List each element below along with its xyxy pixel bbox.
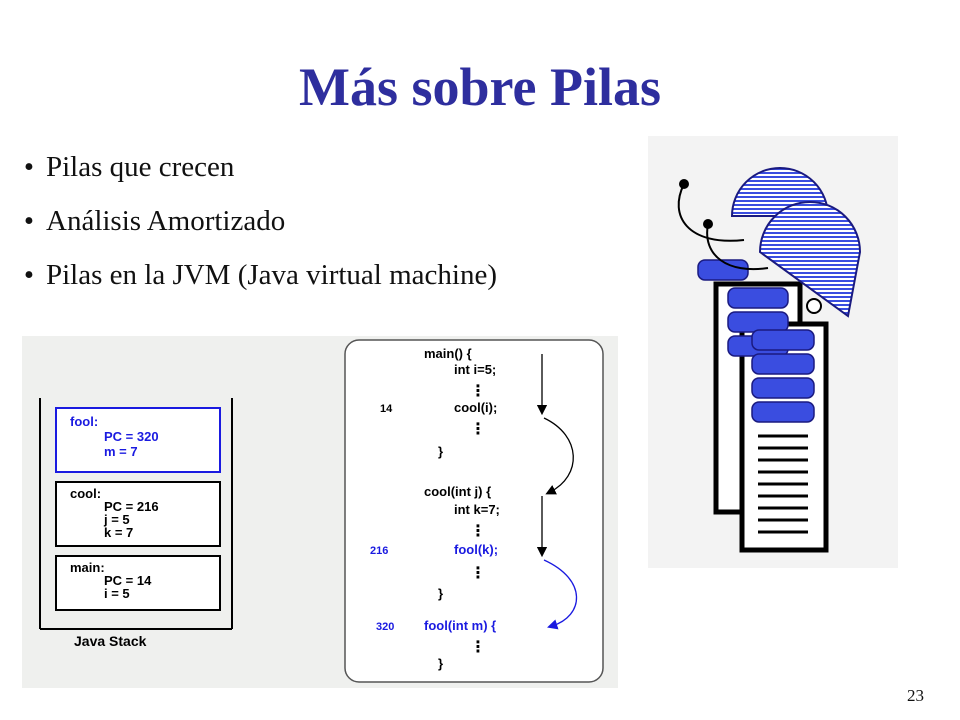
code-ellipsis: ⋮ (470, 565, 486, 582)
stack-frame-main (55, 555, 221, 611)
code-fool-header: fool(int m) { (424, 618, 496, 633)
frame-line: m = 7 (104, 444, 138, 459)
pez-candies (697, 259, 815, 423)
code-ellipsis: ⋮ (470, 421, 486, 438)
bullet-dot: • (23, 259, 35, 291)
pez-dispenser-figure (648, 136, 898, 568)
pez-hinge (679, 179, 689, 189)
frame-name: fool: (70, 414, 98, 429)
code-ellipsis: ⋮ (470, 383, 486, 400)
bullet-item: • Pilas que crecen (12, 140, 497, 194)
code-cool-header: cool(int j) { (424, 484, 491, 499)
frame-line: j = 5 (103, 512, 130, 527)
bullet-item: • Pilas en la JVM (Java virtual machine) (12, 248, 497, 302)
code-ellipsis: ⋮ (470, 523, 486, 540)
code-line: int i=5; (454, 362, 496, 377)
code-address: 216 (370, 545, 388, 557)
pez-head-front (758, 201, 862, 318)
frame-line: PC = 216 (104, 499, 159, 514)
code-close-brace: } (438, 656, 443, 671)
pez-hinge (806, 298, 822, 314)
code-close-brace: } (438, 444, 443, 459)
code-line: fool(k); (454, 542, 498, 557)
code-line: cool(i); (454, 400, 497, 415)
pez-lever (706, 223, 769, 271)
code-ellipsis: ⋮ (470, 639, 486, 656)
frame-name: main: (70, 560, 105, 575)
bullet-list: • Pilas que crecen • Análisis Amortizado •… (12, 140, 497, 302)
code-address: 320 (376, 621, 394, 633)
code-address: 14 (380, 403, 393, 415)
pez-hinge (703, 219, 713, 229)
bullet-text: Pilas que crecen (46, 151, 235, 183)
pez-lever (677, 183, 745, 242)
code-main-header: main() { (424, 346, 472, 361)
bullet-item: • Análisis Amortizado (12, 194, 497, 248)
frame-line: PC = 14 (104, 573, 152, 588)
stack-frame-cool (55, 481, 221, 547)
frame-line: PC = 320 (104, 429, 159, 444)
flow-arrow (543, 417, 574, 495)
code-line: int k=7; (454, 502, 500, 517)
java-stack-caption: Java Stack (74, 633, 147, 649)
code-close-brace: } (438, 586, 443, 601)
pez-spring (758, 434, 808, 534)
java-stack-figure: fool: PC = 320 m = 7 cool: PC = 216 j = … (22, 336, 618, 688)
code-panel (344, 339, 604, 683)
bullet-text: Análisis Amortizado (46, 205, 286, 237)
page-number: 23 (907, 686, 924, 705)
frame-line: k = 7 (104, 525, 133, 540)
bullet-text: Pilas en la JVM (Java virtual machine) (46, 259, 497, 291)
frame-name: cool: (70, 486, 101, 501)
bullet-dot: • (23, 205, 35, 237)
flow-arrow (543, 559, 578, 630)
frame-line: i = 5 (104, 586, 130, 601)
stack-frame-fool (55, 407, 221, 473)
slide-title: Más sobre Pilas (299, 57, 661, 117)
bullet-dot: • (23, 151, 35, 183)
